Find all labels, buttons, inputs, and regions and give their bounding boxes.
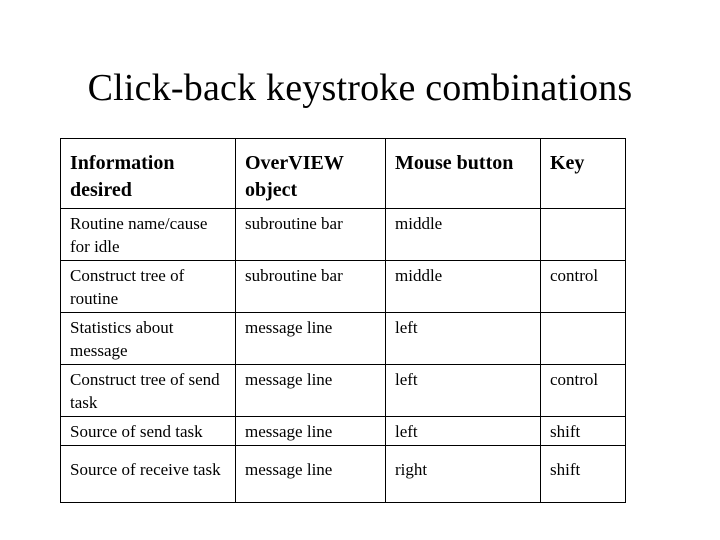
cell-key [540,312,626,365]
header-cell-information-desired: Information desired [60,138,236,209]
cell-key: shift [540,416,626,446]
cell-information: Source of send task [60,416,236,446]
cell-object: subroutine bar [235,260,386,313]
cell-information: Construct tree of send task [60,364,236,417]
header-row: Information desired OverVIEW object Mous… [60,138,626,209]
cell-key: shift [540,445,626,503]
table-row: Source of receive task message line righ… [60,445,626,503]
cell-mouse: left [385,364,541,417]
cell-information: Source of receive task [60,445,236,503]
cell-mouse: right [385,445,541,503]
table-row: Construct tree of routine subroutine bar… [60,260,626,313]
table-row: Routine name/cause for idle subroutine b… [60,208,626,261]
cell-key [540,208,626,261]
cell-information: Statistics about message [60,312,236,365]
cell-mouse: left [385,312,541,365]
cell-object: message line [235,312,386,365]
cell-key: control [540,260,626,313]
cell-information: Routine name/cause for idle [60,208,236,261]
cell-object: message line [235,364,386,417]
table-row: Construct tree of send task message line… [60,364,626,417]
keystroke-combinations-table: Information desired OverVIEW object Mous… [60,138,626,503]
cell-object: message line [235,445,386,503]
table-row: Statistics about message message line le… [60,312,626,365]
cell-key: control [540,364,626,417]
table-row: Source of send task message line left sh… [60,416,626,446]
header-cell-key: Key [540,138,626,209]
cell-mouse: middle [385,260,541,313]
slide-title: Click-back keystroke combinations [87,67,633,109]
cell-mouse: left [385,416,541,446]
cell-information: Construct tree of routine [60,260,236,313]
cell-mouse: middle [385,208,541,261]
cell-object: subroutine bar [235,208,386,261]
header-cell-overview-object: OverVIEW object [235,138,386,209]
cell-object: message line [235,416,386,446]
header-cell-mouse-button: Mouse button [385,138,541,209]
